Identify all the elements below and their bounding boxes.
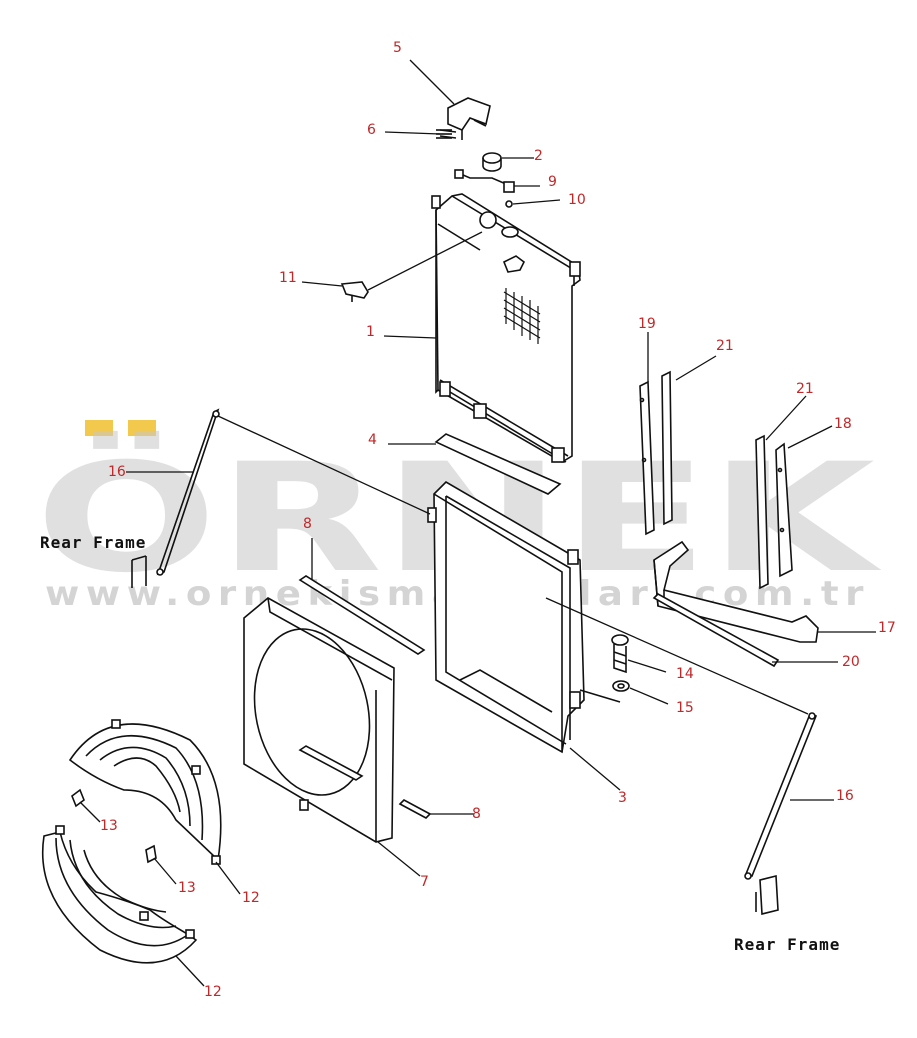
callouts: 5 6 2 9 10 11 1 19 21 21 18 4 16 8 17 20… — [100, 40, 896, 1000]
callout-16-left: 16 — [108, 464, 126, 480]
part-cap — [482, 152, 502, 172]
part-seal-strips — [639, 370, 793, 590]
part-seal-lower — [398, 799, 432, 819]
callout-18: 18 — [834, 416, 852, 432]
part-bolt — [611, 634, 629, 674]
part-seal-upper — [298, 575, 426, 655]
rear-frame-bracket-left — [131, 555, 147, 588]
callout-16-right: 16 — [836, 788, 854, 804]
callout-8-lower: 8 — [472, 806, 481, 822]
callout-20: 20 — [842, 654, 860, 670]
part-seal-pad — [434, 433, 562, 495]
part-clip — [340, 281, 369, 302]
callout-19: 19 — [638, 316, 656, 332]
part-fan-shroud — [243, 597, 395, 843]
callout-7: 7 — [420, 874, 429, 890]
part-guard-clip-upper — [71, 788, 85, 808]
callout-5: 5 — [393, 40, 402, 56]
callout-9: 9 — [548, 174, 557, 190]
callout-13-lower: 13 — [178, 880, 196, 896]
part-radiator — [431, 193, 581, 463]
part-fan-guard-lower — [41, 825, 198, 964]
callout-13-upper: 13 — [100, 818, 118, 834]
part-guard-clip-lower — [145, 844, 157, 864]
part-washer — [612, 680, 630, 692]
callout-1: 1 — [366, 324, 375, 340]
callout-11: 11 — [279, 270, 297, 286]
callout-6: 6 — [367, 122, 376, 138]
callout-12-lower: 12 — [204, 984, 222, 1000]
callout-4: 4 — [368, 432, 377, 448]
callout-17: 17 — [878, 620, 896, 636]
callout-3: 3 — [618, 790, 627, 806]
callout-10: 10 — [568, 192, 586, 208]
callout-12-upper: 12 — [242, 890, 260, 906]
rear-frame-label-right: Rear Frame — [734, 935, 840, 954]
watermark-umlaut-left — [85, 420, 113, 436]
callout-14: 14 — [676, 666, 694, 682]
part-rod-left — [156, 408, 220, 576]
callout-21-upper: 21 — [716, 338, 734, 354]
part-fan-guard-upper — [68, 719, 222, 865]
callout-21-lower: 21 — [796, 381, 814, 397]
callout-15: 15 — [676, 700, 694, 716]
watermark-umlaut-right — [128, 420, 156, 436]
leader-lines — [79, 59, 876, 987]
callout-8-upper: 8 — [303, 516, 312, 532]
rear-frame-bracket-right — [755, 874, 779, 916]
part-hose — [454, 169, 515, 208]
part-bottom-strip — [652, 593, 780, 668]
callout-2: 2 — [534, 148, 543, 164]
part-rod-right — [744, 712, 818, 880]
rear-frame-label-left: Rear Frame — [40, 533, 146, 552]
part-shroud-frame — [427, 480, 621, 754]
